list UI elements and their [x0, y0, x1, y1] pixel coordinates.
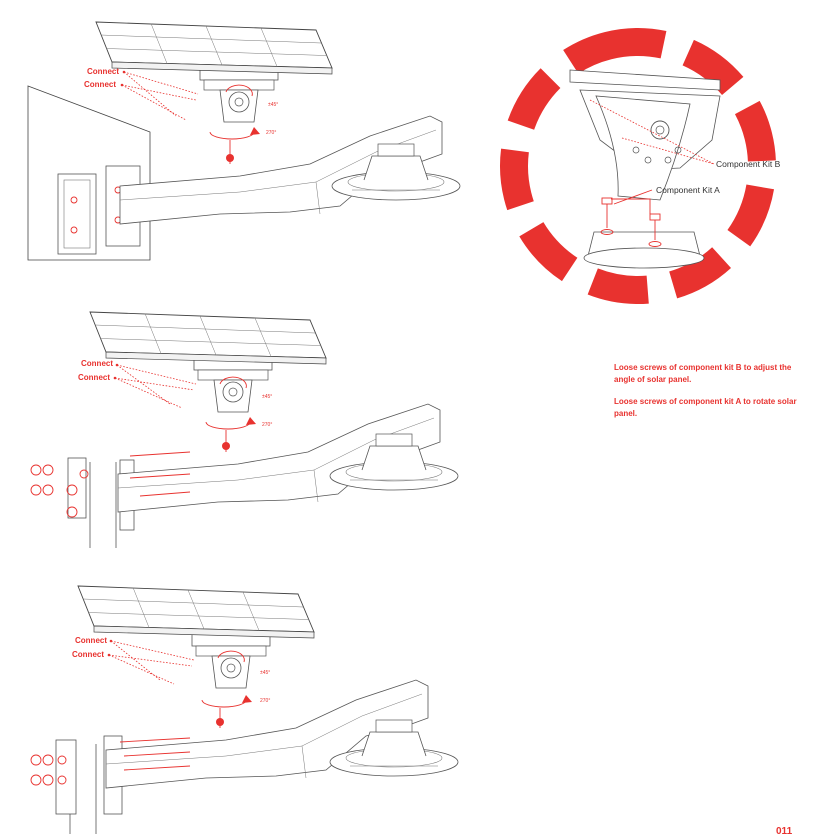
connect-label: Connect: [78, 373, 110, 382]
assembly-wall-mount: Connect Connect ±45° 270°: [27, 21, 461, 261]
nut-set: [30, 754, 67, 786]
connect-label: Connect: [87, 67, 119, 76]
component-kit-b-label: Component Kit B: [716, 159, 781, 169]
assembly-pole-mount-small: Connect Connect ±45° 270°: [30, 311, 459, 548]
rotate-angle-label: 270°: [262, 422, 272, 428]
detail-mount-closeup: [569, 69, 721, 269]
connect-label: Connect: [84, 80, 116, 89]
connect-label: Connect: [81, 359, 113, 368]
component-kit-a-label: Component Kit A: [656, 185, 720, 195]
adjustment-notes: Loose screws of component kit B to adjus…: [614, 362, 804, 430]
tilt-angle-label: ±45°: [260, 670, 270, 676]
tilt-angle-label: ±45°: [268, 102, 278, 108]
note-adjust-angle: Loose screws of component kit B to adjus…: [614, 363, 792, 384]
connect-label: Connect: [72, 650, 104, 659]
tilt-angle-label: ±45°: [262, 394, 272, 400]
component-kit-a-bolts: [600, 197, 662, 247]
assembly-pole-mount-large: Connect Connect ±45° 270°: [30, 585, 459, 834]
rotate-angle-label: 270°: [260, 698, 270, 704]
nut-set: [30, 464, 89, 518]
connect-label: Connect: [75, 636, 107, 645]
detail-magnifier: Component Kit B Component Kit A: [500, 28, 781, 304]
note-rotate-panel: Loose screws of component kit A to rotat…: [614, 397, 797, 418]
page-number: 011: [776, 826, 793, 837]
rotate-angle-label: 270°: [266, 130, 276, 136]
